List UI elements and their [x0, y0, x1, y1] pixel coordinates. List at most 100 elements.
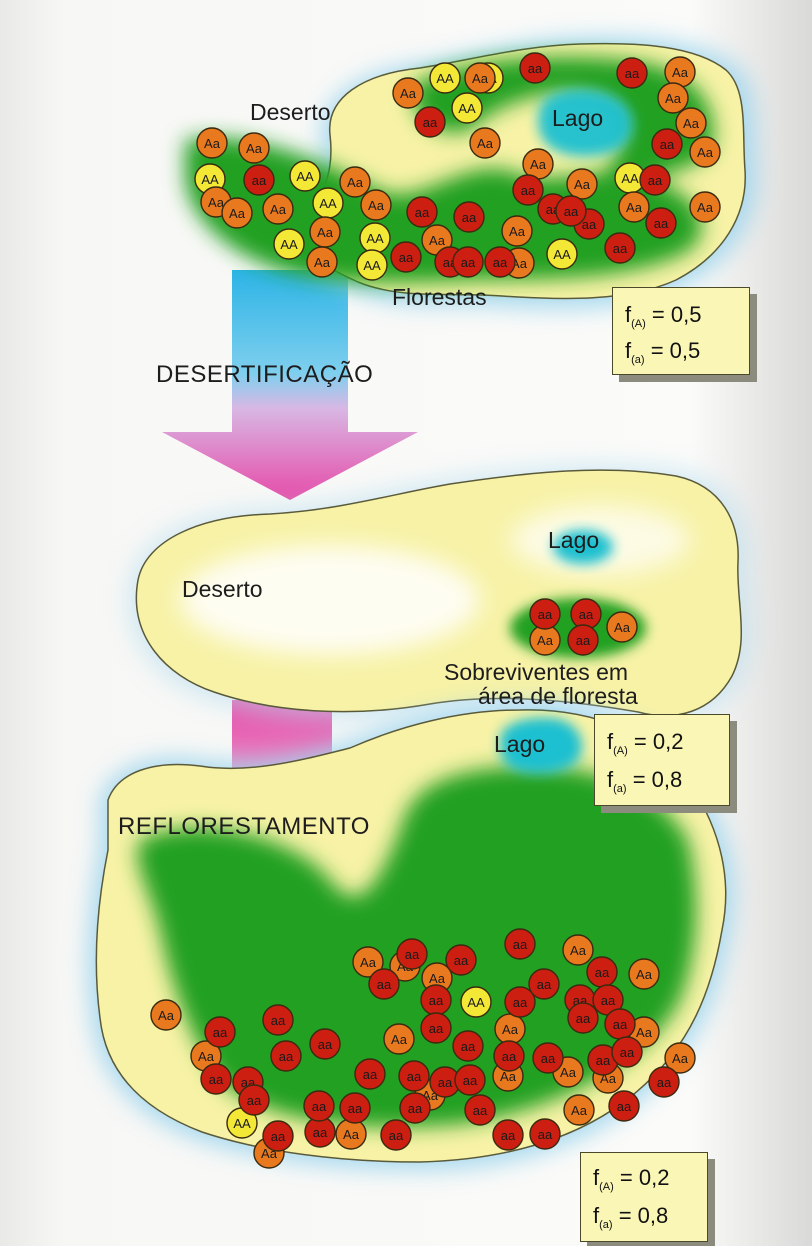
allele-aa-circle: aa — [452, 1030, 484, 1062]
svg-text:Aa: Aa — [530, 157, 547, 172]
allele-aa-circle: aa — [420, 1012, 452, 1044]
desertification-arrow — [162, 270, 418, 500]
allele-aa-hetero-circle: Aa — [221, 197, 253, 229]
svg-text:AA: AA — [296, 169, 314, 184]
allele-aa-circle: aa — [304, 1116, 336, 1148]
panel1-lake-label: Lago — [552, 105, 603, 131]
allele-aa-circle: aa — [567, 1002, 599, 1034]
svg-text:Aa: Aa — [570, 943, 587, 958]
allele-aa-hetero-circle: Aa — [562, 934, 594, 966]
allele-aa-circle: aa — [399, 1092, 431, 1124]
svg-text:Aa: Aa — [270, 202, 287, 217]
allele-aa-circle: aa — [639, 164, 671, 196]
allele-aa-circle: aa — [454, 1064, 486, 1096]
panel1-forest-label: Florestas — [392, 284, 487, 310]
allele-aa-hetero-circle: Aa — [352, 946, 384, 978]
panel1-frequency-box: f(A) = 0,5 f(a) = 0,5 — [612, 287, 750, 375]
allele-aa-circle: aa — [429, 1066, 461, 1098]
svg-text:Aa: Aa — [560, 1065, 577, 1080]
allele-aa-hetero-circle: Aa — [196, 127, 228, 159]
allele-aa-circle: aa — [453, 201, 485, 233]
svg-text:AA: AA — [553, 247, 571, 262]
svg-text:Aa: Aa — [391, 1032, 408, 1047]
svg-text:aa: aa — [596, 1053, 611, 1068]
allele-aa-circle: aa — [570, 598, 602, 630]
allele-aa-circle: aa — [464, 1094, 496, 1126]
svg-text:aa: aa — [415, 205, 430, 220]
allele-circles: AAAAAAAAAAAAAAAAAAAAAAAaAaAaAaAaAaAaAaAa… — [150, 52, 721, 1169]
allele-aa-hetero-circle: Aa — [150, 999, 182, 1031]
svg-text:Aa: Aa — [208, 195, 225, 210]
panel2-survivors-label-2: área de floresta — [478, 683, 638, 709]
allele-aa-hetero-circle: Aa — [392, 77, 424, 109]
svg-text:aa: aa — [348, 1101, 363, 1116]
svg-text:Aa: Aa — [574, 177, 591, 192]
svg-text:aa: aa — [564, 204, 579, 219]
svg-text:aa: aa — [271, 1013, 286, 1028]
allele-aa-circle: aa — [504, 986, 536, 1018]
svg-text:aa: aa — [613, 1017, 628, 1032]
reforestation-label: REFLORESTAMENTO — [118, 813, 370, 840]
svg-text:aa: aa — [660, 137, 675, 152]
allele-aa-hetero-circle: Aa — [689, 136, 721, 168]
svg-text:AA: AA — [319, 196, 337, 211]
allele-aa-circle: aa — [262, 1120, 294, 1152]
allele-aa-circle: aa — [532, 1042, 564, 1074]
allele-aa-circle: aa — [616, 57, 648, 89]
panel2-lake — [553, 530, 613, 564]
allele-aa-circle: aa — [492, 1119, 524, 1151]
panel-reforested-population — [88, 703, 734, 1170]
svg-text:aa: aa — [595, 965, 610, 980]
allele-aa-hetero-circle: Aa — [628, 958, 660, 990]
svg-text:aa: aa — [438, 1075, 453, 1090]
allele-aa-circle: aa — [445, 944, 477, 976]
allele-aa-circle: aa — [608, 1090, 640, 1122]
svg-text:aa: aa — [613, 241, 628, 256]
allele-aa-circle: AA — [451, 92, 483, 124]
allele-aa-circle: aa — [611, 1036, 643, 1068]
svg-text:AA: AA — [363, 258, 381, 273]
svg-text:aa: aa — [528, 61, 543, 76]
allele-aa-circle: AA — [429, 62, 461, 94]
allele-aa-circle: aa — [309, 1028, 341, 1060]
svg-text:Aa: Aa — [537, 633, 554, 648]
svg-text:Aa: Aa — [665, 91, 682, 106]
allele-aa-circle: aa — [519, 52, 551, 84]
svg-text:Aa: Aa — [636, 1025, 653, 1040]
svg-text:Aa: Aa — [614, 620, 631, 635]
svg-text:aa: aa — [576, 1011, 591, 1026]
svg-text:aa: aa — [312, 1099, 327, 1114]
allele-aa-hetero-circle: Aa — [618, 191, 650, 223]
svg-text:Aa: Aa — [347, 175, 364, 190]
allele-aa-hetero-circle: Aa — [262, 193, 294, 225]
allele-aa-circle: aa — [204, 1016, 236, 1048]
allele-aa-hetero-circle: Aa — [657, 82, 689, 114]
svg-text:aa: aa — [247, 1093, 262, 1108]
allele-aa-circle: aa — [368, 968, 400, 1000]
allele-aa-hetero-circle: Aa — [339, 166, 371, 198]
panel3-freq-a: f(a) = 0,8 — [593, 1203, 669, 1231]
allele-aa-circle: aa — [414, 106, 446, 138]
panel2-desert-label: Deserto — [182, 576, 263, 602]
svg-text:Aa: Aa — [472, 71, 489, 86]
svg-text:Aa: Aa — [672, 1051, 689, 1066]
panel1-desert-label: Deserto — [250, 99, 331, 125]
svg-text:AA: AA — [233, 1116, 251, 1131]
allele-aa-circle: AA — [312, 187, 344, 219]
allele-aa-hetero-circle: Aa — [689, 191, 721, 223]
svg-text:aa: aa — [389, 1128, 404, 1143]
panel2-lake-label: Lago — [548, 527, 599, 553]
svg-text:Aa: Aa — [314, 255, 331, 270]
svg-text:Aa: Aa — [509, 224, 526, 239]
svg-text:AA: AA — [621, 171, 639, 186]
allele-aa-circle: aa — [529, 1118, 561, 1150]
allele-aa-circle: aa — [555, 195, 587, 227]
allele-aa-circle: aa — [420, 984, 452, 1016]
svg-text:Aa: Aa — [343, 1127, 360, 1142]
svg-text:aa: aa — [399, 250, 414, 265]
allele-aa-circle: aa — [484, 246, 516, 278]
allele-aa-circle: aa — [567, 624, 599, 656]
allele-aa-circle: AA — [356, 249, 388, 281]
